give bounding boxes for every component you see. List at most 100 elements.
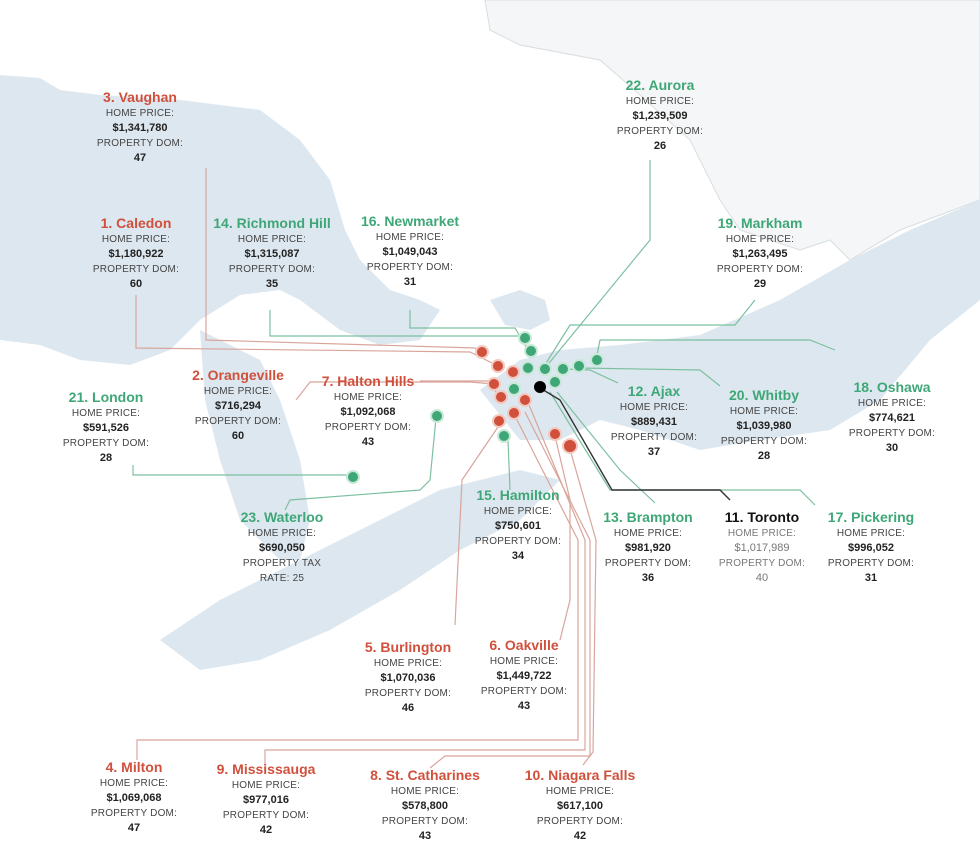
property-dom-value: 42 — [259, 824, 273, 836]
city-label-pickering: 17. Pickering HOME PRICE: $996,052 PROPE… — [828, 508, 914, 586]
city-name: 4. Milton — [105, 759, 163, 775]
city-label-niagara-falls: 10. Niagara Falls HOME PRICE: $617,100 P… — [525, 766, 636, 844]
home-price-label: HOME PRICE: — [625, 96, 695, 107]
property-dom-label: PROPERTY DOM: — [194, 416, 282, 427]
city-label-london: 21. London HOME PRICE: $591,526 PROPERTY… — [63, 388, 149, 466]
home-price-value: $716,294 — [215, 400, 261, 412]
home-price-label: HOME PRICE: — [237, 234, 307, 245]
city-name: 18. Oshawa — [853, 379, 931, 395]
home-price-value: $578,800 — [402, 800, 448, 812]
city-name: 2. Orangeville — [192, 367, 284, 383]
property-tax-value: RATE: 25 — [259, 573, 305, 584]
home-price-value: $1,341,780 — [112, 122, 168, 134]
property-dom-value: 30 — [885, 442, 899, 454]
home-price-value: $977,016 — [243, 794, 289, 806]
property-tax-label: PROPERTY TAX — [242, 558, 322, 569]
green-dots — [346, 331, 604, 484]
home-price-label: HOME PRICE: — [619, 402, 689, 413]
city-name: 3. Vaughan — [103, 89, 177, 105]
property-dom-value: 43 — [418, 830, 432, 842]
city-name: 14. Richmond Hill — [213, 215, 331, 231]
property-dom-value: 60 — [129, 278, 143, 290]
home-price-label: HOME PRICE: — [105, 108, 175, 119]
home-price-value: $981,920 — [625, 542, 671, 554]
red-leader-lines — [135, 168, 597, 769]
property-dom-value: 47 — [127, 822, 141, 834]
toronto-leader-line — [539, 387, 731, 501]
home-price-label: HOME PRICE: — [390, 786, 460, 797]
property-dom-label: PROPERTY DOM: — [720, 436, 808, 447]
home-price-value: $996,052 — [848, 542, 894, 554]
city-label-st-catharines: 8. St. Catharines HOME PRICE: $578,800 P… — [370, 766, 480, 844]
city-name: 15. Hamilton — [476, 487, 560, 503]
home-price-label: HOME PRICE: — [231, 780, 301, 791]
city-label-orangeville: 2. Orangeville HOME PRICE: $716,294 PROP… — [192, 366, 284, 444]
home-price-value: $889,431 — [631, 416, 677, 428]
property-dom-value: 28 — [757, 450, 771, 462]
home-price-label: HOME PRICE: — [333, 392, 403, 403]
home-price-label: HOME PRICE: — [375, 232, 445, 243]
property-dom-value: 37 — [647, 446, 661, 458]
property-dom-label: PROPERTY DOM: — [716, 264, 804, 275]
home-price-label: HOME PRICE: — [99, 778, 169, 789]
city-label-whitby: 20. Whitby HOME PRICE: $1,039,980 PROPER… — [721, 386, 807, 464]
property-dom-label: PROPERTY DOM: — [610, 432, 698, 443]
property-dom-value: 28 — [99, 452, 113, 464]
city-label-burlington: 5. Burlington HOME PRICE: $1,070,036 PRO… — [365, 638, 451, 716]
home-price-value: $591,526 — [83, 422, 129, 434]
home-price-value: $690,050 — [259, 542, 305, 554]
city-name: 22. Aurora — [625, 77, 695, 93]
lake-simcoe — [490, 290, 550, 330]
city-label-richmond-hill: 14. Richmond Hill HOME PRICE: $1,315,087… — [213, 214, 330, 292]
city-name: 1. Caledon — [100, 215, 172, 231]
home-price-value: $1,180,922 — [108, 248, 164, 260]
city-label-halton-hills: 7. Halton Hills HOME PRICE: $1,092,068 P… — [322, 372, 415, 450]
city-label-mississauga: 9. Mississauga HOME PRICE: $977,016 PROP… — [217, 760, 316, 838]
property-dom-value: 31 — [403, 276, 417, 288]
home-price-value: $1,069,068 — [106, 792, 162, 804]
home-price-label: HOME PRICE: — [203, 386, 273, 397]
city-name: 23. Waterloo — [240, 509, 324, 525]
property-dom-label: PROPERTY DOM: — [90, 808, 178, 819]
home-price-label: HOME PRICE: — [101, 234, 171, 245]
city-name: 12. Ajax — [627, 383, 681, 399]
city-name: 7. Halton Hills — [321, 373, 415, 389]
red-dots — [475, 345, 578, 454]
property-dom-label: PROPERTY DOM: — [480, 686, 568, 697]
property-dom-label: PROPERTY DOM: — [92, 264, 180, 275]
property-dom-value: 36 — [641, 572, 655, 584]
home-price-label: HOME PRICE: — [729, 406, 799, 417]
property-dom-value: 29 — [753, 278, 767, 290]
property-dom-value: 60 — [231, 430, 245, 442]
home-price-value: $1,315,087 — [244, 248, 300, 260]
property-dom-label: PROPERTY DOM: — [364, 688, 452, 699]
home-price-label: HOME PRICE: — [489, 656, 559, 667]
city-label-waterloo: 23. Waterloo HOME PRICE: $690,050 PROPER… — [241, 508, 324, 586]
city-name: 21. London — [68, 389, 144, 405]
city-label-toronto: 11. Toronto HOME PRICE: $1,017,989 PROPE… — [719, 508, 805, 586]
property-dom-label: PROPERTY DOM: — [536, 816, 624, 827]
city-label-vaughan: 3. Vaughan HOME PRICE: $1,341,780 PROPER… — [97, 88, 183, 166]
city-label-newmarket: 16. Newmarket HOME PRICE: $1,049,043 PRO… — [361, 212, 459, 290]
property-dom-value: 34 — [511, 550, 525, 562]
city-label-hamilton: 15. Hamilton HOME PRICE: $750,601 PROPER… — [475, 486, 561, 564]
property-dom-label: PROPERTY DOM: — [228, 264, 316, 275]
home-price-value: $1,263,495 — [732, 248, 788, 260]
city-name: 20. Whitby — [728, 387, 800, 403]
property-dom-label: PROPERTY DOM: — [96, 138, 184, 149]
home-price-value: $1,092,068 — [340, 406, 396, 418]
home-price-label: HOME PRICE: — [857, 398, 927, 409]
property-dom-label: PROPERTY DOM: — [62, 438, 150, 449]
home-price-value: $1,239,509 — [632, 110, 688, 122]
city-label-markham: 19. Markham HOME PRICE: $1,263,495 PROPE… — [717, 214, 803, 292]
city-name: 6. Oakville — [489, 637, 559, 653]
city-name: 9. Mississauga — [216, 761, 316, 777]
city-name: 5. Burlington — [364, 639, 452, 655]
property-dom-label: PROPERTY DOM: — [718, 558, 806, 569]
home-price-label: HOME PRICE: — [545, 786, 615, 797]
city-name: 17. Pickering — [827, 509, 915, 525]
home-price-label: HOME PRICE: — [247, 528, 317, 539]
home-price-value: $1,017,989 — [734, 542, 790, 554]
home-price-value: $774,621 — [869, 412, 915, 424]
